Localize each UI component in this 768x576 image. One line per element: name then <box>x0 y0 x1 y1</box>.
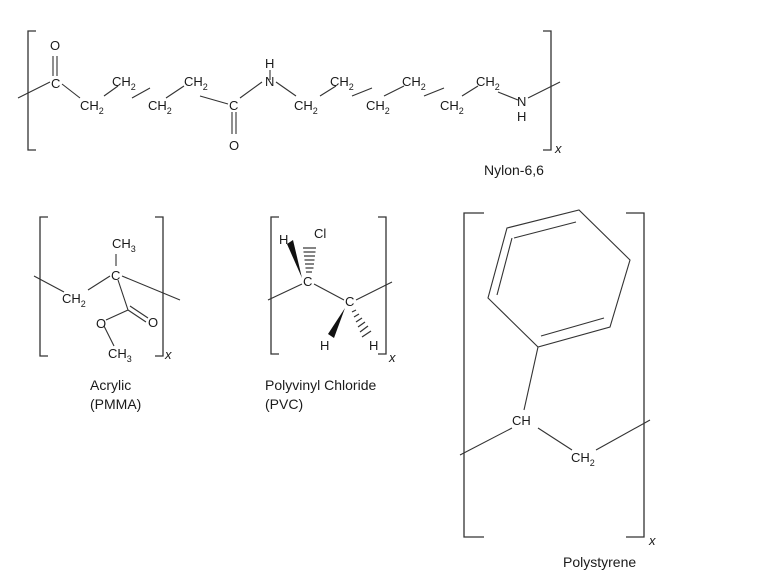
pvc-hash-bond-cl <box>303 247 316 273</box>
nylon-ch2-h: CH2 <box>402 74 426 92</box>
pvc-caption-line2: (PVC) <box>265 396 303 412</box>
polystyrene-ch: CH <box>512 413 531 428</box>
acrylic-c: C <box>111 268 120 283</box>
nylon-caption: Nylon-6,6 <box>484 162 544 178</box>
nylon-ch2-j: CH2 <box>476 74 500 92</box>
nylon-c1: C <box>51 76 60 91</box>
acrylic-caption-line1: Acrylic <box>90 377 131 393</box>
acrylic-backbone <box>33 275 181 301</box>
nylon-h-top: H <box>265 56 274 71</box>
acrylic-left-bracket <box>39 216 48 357</box>
nylon-ch2-a: CH2 <box>80 98 104 116</box>
acrylic-ester-bonds <box>103 279 149 347</box>
acrylic-caption-line2: (PMMA) <box>90 396 141 412</box>
nylon-left-bracket <box>27 30 36 151</box>
acrylic-o-single: O <box>96 316 106 331</box>
nylon-repeat-x: x <box>554 141 562 156</box>
pvc-h2: H <box>320 338 329 353</box>
pvc-caption-line1: Polyvinyl Chloride <box>265 377 376 393</box>
benzene-ring <box>487 209 631 348</box>
pvc-h1: H <box>279 232 288 247</box>
acrylic-repeat-x: x <box>164 347 172 362</box>
pvc-structure: x Cl H C C H H Polyviny <box>265 216 396 412</box>
acrylic-right-bracket <box>155 216 164 357</box>
polystyrene-left-bracket <box>463 212 484 538</box>
pvc-h3: H <box>369 338 378 353</box>
nylon-ch2-e: CH2 <box>294 98 318 116</box>
nylon-n2: N <box>517 94 526 109</box>
pvc-left-bracket <box>270 216 279 355</box>
polystyrene-ring-bond <box>523 346 539 411</box>
acrylic-o-double: O <box>148 315 158 330</box>
nylon-ch2-d: CH2 <box>184 74 208 92</box>
nylon-carbonyl-1 <box>52 56 58 76</box>
nylon-o-top: O <box>50 38 60 53</box>
nylon-carbonyl-2 <box>231 112 237 134</box>
nylon-structure: x O C CH2 CH2 CH2 CH2 C O H N CH2 CH2 CH… <box>17 30 562 178</box>
polystyrene-structure: x CH CH2 Polystyrene <box>459 209 656 570</box>
nylon-h-bottom: H <box>517 109 526 124</box>
pvc-c1: C <box>303 274 312 289</box>
nylon-n1: N <box>265 74 274 89</box>
pvc-wedge-bond-h1 <box>287 240 302 278</box>
acrylic-ch2: CH2 <box>62 291 86 309</box>
nylon-ch2-b: CH2 <box>112 74 136 92</box>
polystyrene-ch2: CH2 <box>571 450 595 468</box>
pvc-c2: C <box>345 294 354 309</box>
pvc-wedge-bond-h2 <box>328 308 345 338</box>
nylon-ch2-c: CH2 <box>148 98 172 116</box>
nylon-ch2-f: CH2 <box>330 74 354 92</box>
polystyrene-repeat-x: x <box>648 533 656 548</box>
pvc-repeat-x: x <box>388 350 396 365</box>
acrylic-structure: x CH3 C CH2 O O CH3 Acrylic (PMMA) <box>33 216 181 412</box>
benzene-inner-double-bonds <box>496 221 605 337</box>
polystyrene-caption: Polystyrene <box>563 554 636 570</box>
nylon-ch2-g: CH2 <box>366 98 390 116</box>
polystyrene-backbone <box>459 419 651 456</box>
nylon-ch2-i: CH2 <box>440 98 464 116</box>
acrylic-ch3-bottom: CH3 <box>108 346 132 364</box>
pvc-hash-bond-h3 <box>351 309 372 338</box>
nylon-backbone <box>17 81 561 105</box>
nylon-o-bottom: O <box>229 138 239 153</box>
nylon-right-bracket <box>543 30 552 151</box>
pvc-backbone <box>267 281 393 301</box>
pvc-cl: Cl <box>314 226 326 241</box>
polystyrene-right-bracket <box>626 212 645 538</box>
acrylic-ch3-top: CH3 <box>112 236 136 254</box>
nylon-c2: C <box>229 98 238 113</box>
